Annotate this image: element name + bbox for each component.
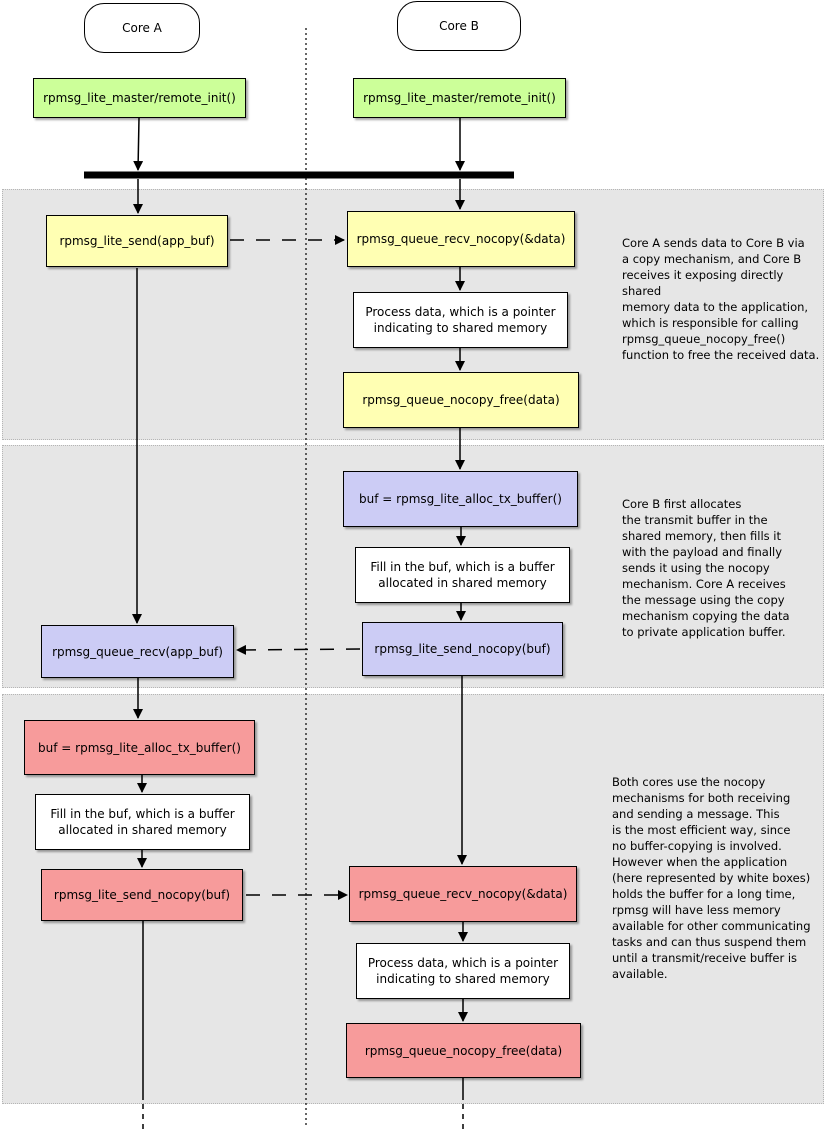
s1-note: Core A sends data to Core B via a copy m… xyxy=(622,236,820,362)
s3-core-b-process: Process data, which is a pointer indicat… xyxy=(356,943,570,999)
arrow-init-a xyxy=(133,117,144,171)
s1-core-b-recv-nocopy: rpmsg_queue_recv_nocopy(&data) xyxy=(347,211,575,267)
s2-core-b-alloc-tx: buf = rpmsg_lite_alloc_tx_buffer() xyxy=(343,471,578,527)
s1-core-b-process: Process data, which is a pointer indicat… xyxy=(353,292,568,348)
s2-core-b-send-nocopy: rpmsg_lite_send_nocopy(buf) xyxy=(362,622,563,676)
lane-header-core-b: Core B xyxy=(397,1,521,51)
init-box-core-b: rpmsg_lite_master/remote_init() xyxy=(353,78,566,118)
init-box-core-a: rpmsg_lite_master/remote_init() xyxy=(33,78,246,118)
lane-header-core-a: Core A xyxy=(84,3,200,53)
s1-core-a-send: rpmsg_lite_send(app_buf) xyxy=(46,215,228,267)
s3-core-b-recv-nocopy: rpmsg_queue_recv_nocopy(&data) xyxy=(349,866,577,922)
s2-core-a-recv: rpmsg_queue_recv(app_buf) xyxy=(41,625,234,678)
s3-core-a-send-nocopy: rpmsg_lite_send_nocopy(buf) xyxy=(41,869,243,921)
s3-note: Both cores use the nocopy mechanisms for… xyxy=(612,775,811,981)
s3-core-a-alloc-tx: buf = rpmsg_lite_alloc_tx_buffer() xyxy=(24,720,255,775)
s3-core-b-nocopy-free: rpmsg_queue_nocopy_free(data) xyxy=(346,1023,581,1078)
s3-core-a-fill: Fill in the buf, which is a buffer alloc… xyxy=(35,794,250,850)
s2-core-b-fill: Fill in the buf, which is a buffer alloc… xyxy=(355,547,570,603)
s1-core-b-nocopy-free: rpmsg_queue_nocopy_free(data) xyxy=(343,372,579,428)
s2-note: Core B first allocates the transmit buff… xyxy=(622,497,790,639)
